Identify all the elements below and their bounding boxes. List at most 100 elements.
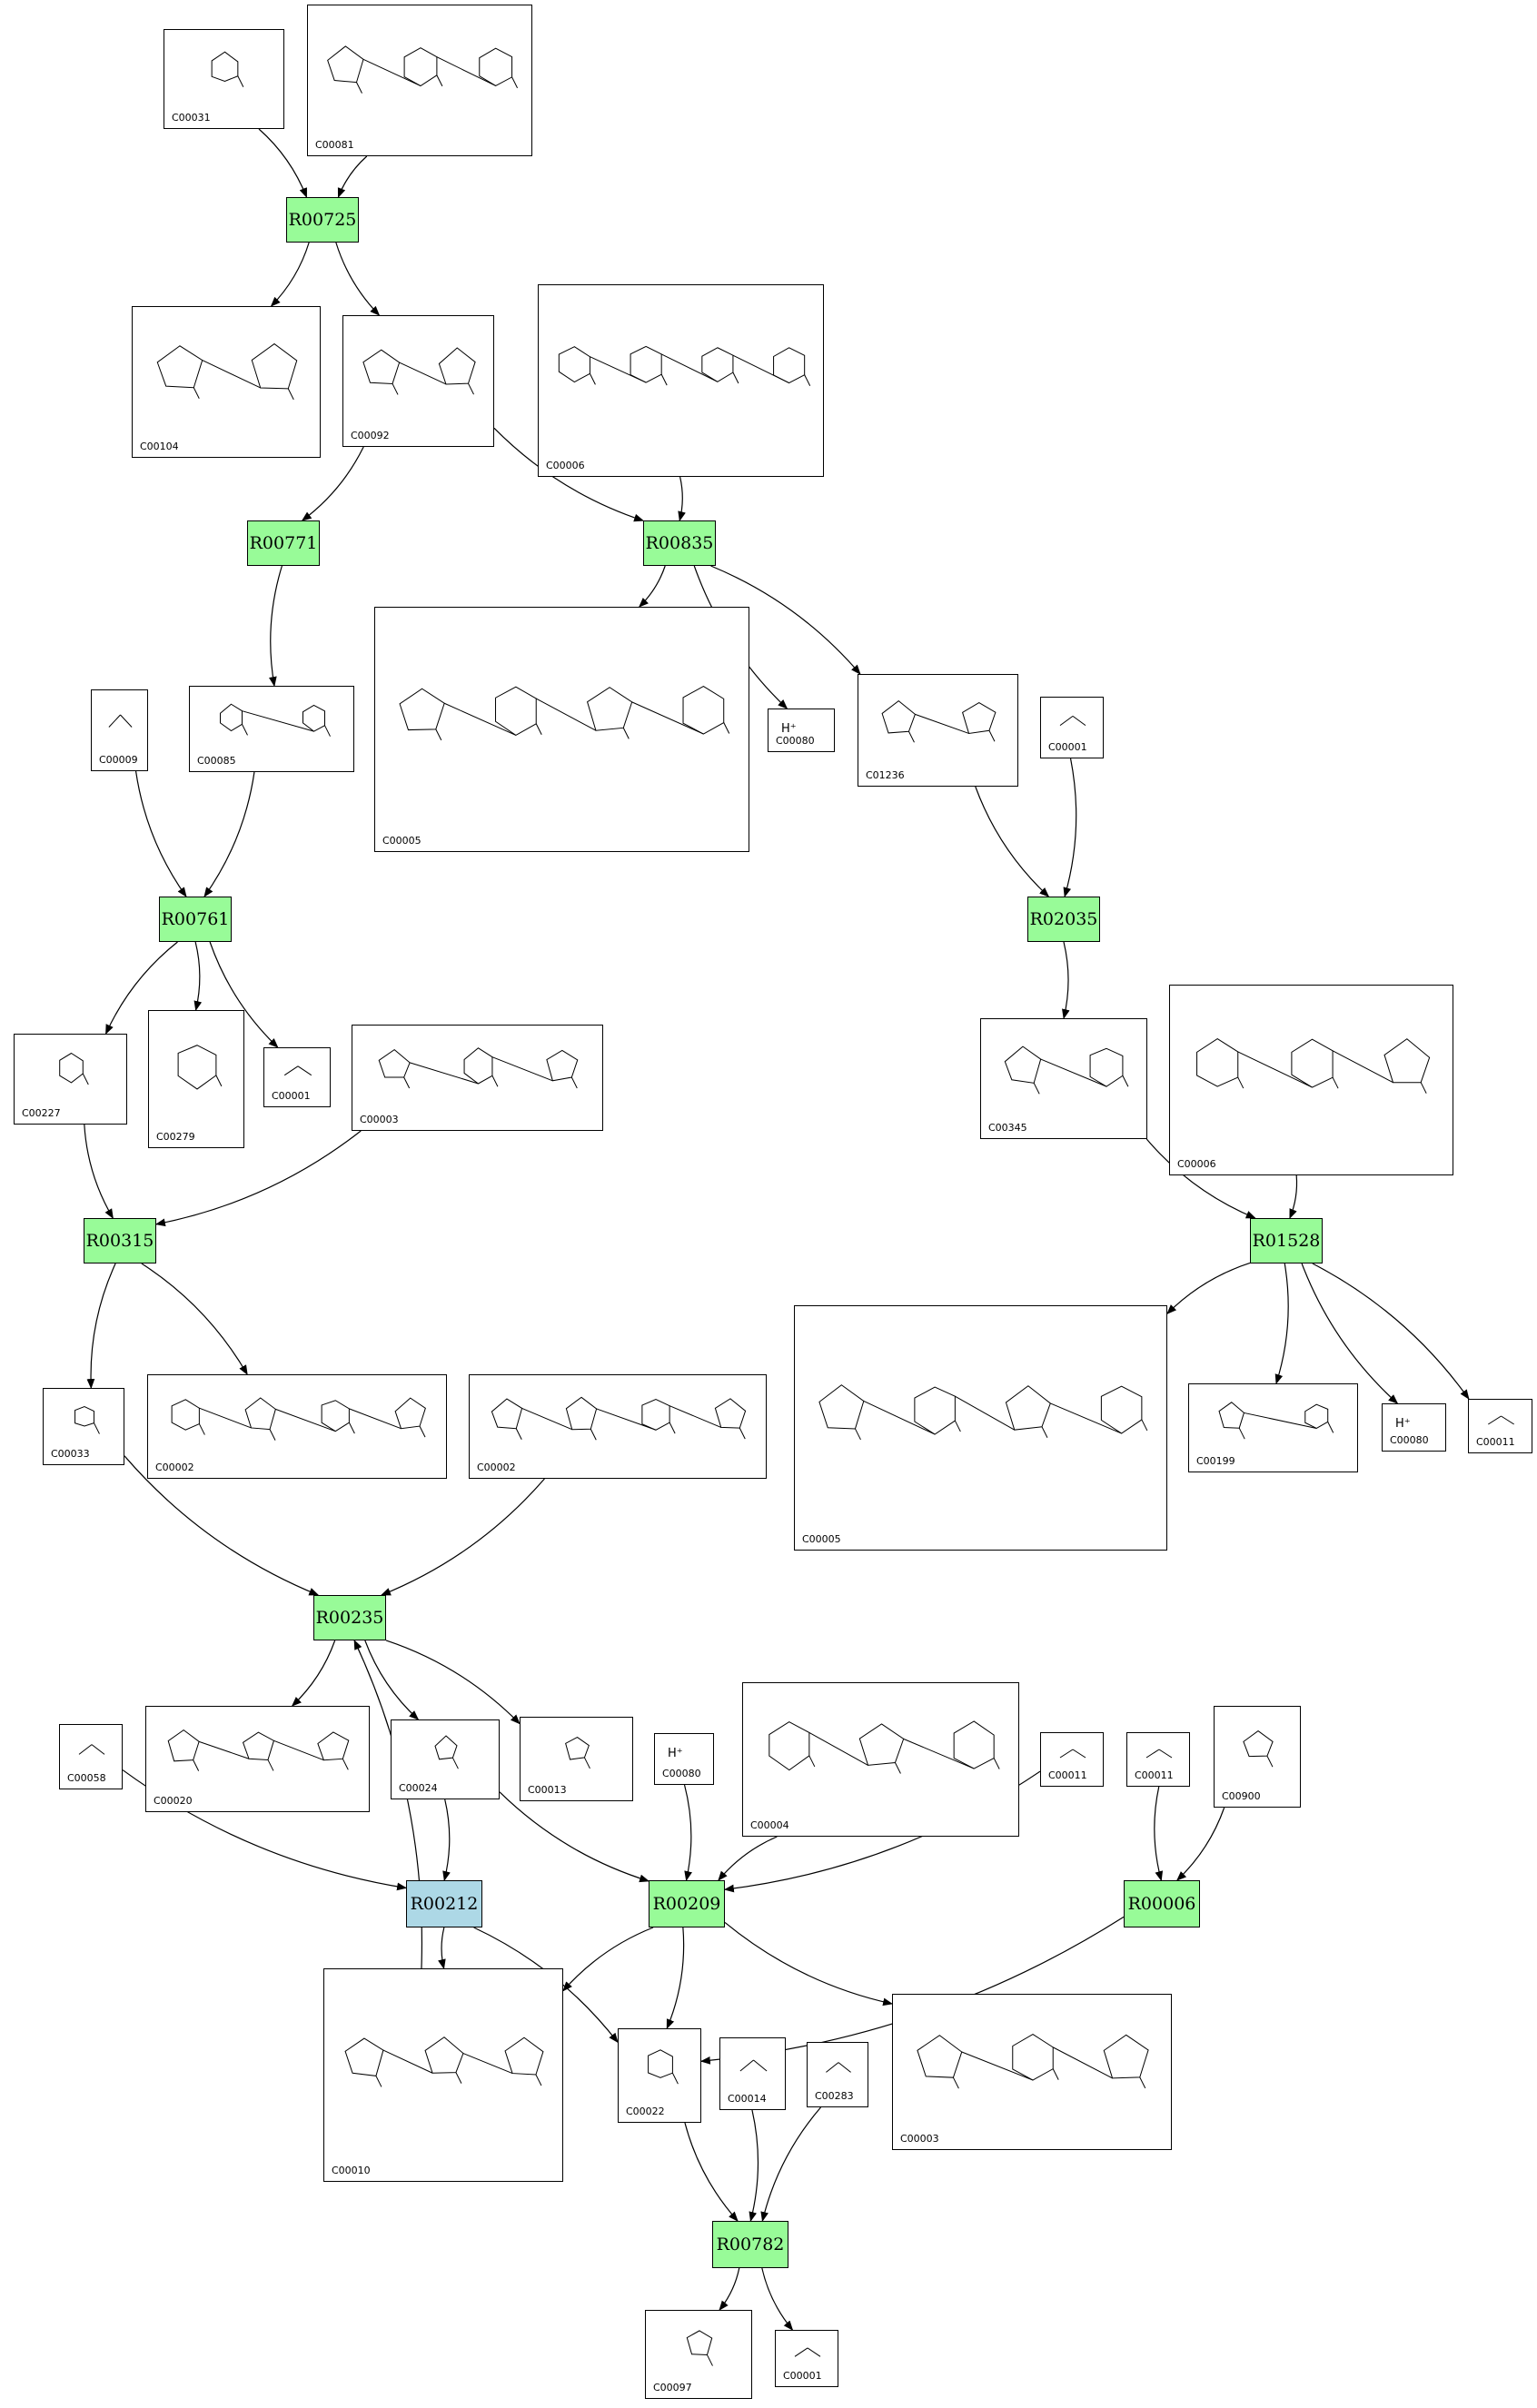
compound-c00199[interactable]: C00199 <box>1188 1383 1358 1472</box>
molecule-structure <box>1196 1038 1431 1094</box>
reaction-R00006[interactable]: R00006 <box>1124 1880 1200 1927</box>
compound-c00003[interactable]: C00003 <box>352 1025 603 1131</box>
compound-c00001[interactable]: C00001 <box>1040 697 1104 758</box>
compound-c00081[interactable]: C00081 <box>307 5 532 156</box>
reaction-R00315[interactable]: R00315 <box>84 1218 156 1263</box>
reaction-R00771[interactable]: R00771 <box>247 520 320 566</box>
compound-c00010[interactable]: C00010 <box>323 1968 563 2182</box>
compound-c00227[interactable]: C00227 <box>14 1034 127 1125</box>
compound-c00279[interactable]: C00279 <box>148 1010 244 1148</box>
compound-id-label: C00022 <box>626 2106 665 2117</box>
compound-c01236[interactable]: C01236 <box>858 674 1018 787</box>
compound-c00013[interactable]: C00013 <box>520 1717 633 1801</box>
molecule-structure <box>59 1052 89 1085</box>
reaction-R02035[interactable]: R02035 <box>1027 897 1100 942</box>
edge-c00345-R01528 <box>1145 1138 1256 1219</box>
molecule-structure <box>686 2330 713 2366</box>
compound-c00092[interactable]: C00092 <box>342 315 494 447</box>
compound-id-label: C00024 <box>399 1782 438 1794</box>
compound-c00006[interactable]: C00006 <box>538 284 824 477</box>
compound-c00006[interactable]: C00006 <box>1169 985 1453 1175</box>
compound-c00080[interactable]: H⁺C00080 <box>1382 1403 1446 1452</box>
edge-R00725-c00104 <box>270 242 310 307</box>
edge-R00725-c00092 <box>335 242 381 316</box>
compound-c00283[interactable]: C00283 <box>807 2042 868 2107</box>
compound-c00001[interactable]: C00001 <box>775 2330 838 2387</box>
compound-c00009[interactable]: C00009 <box>91 689 148 771</box>
molecule-structure <box>881 699 997 743</box>
compound-c00011[interactable]: C00011 <box>1468 1399 1532 1453</box>
compound-c00014[interactable]: C00014 <box>719 2037 786 2110</box>
compound-c00085[interactable]: C00085 <box>189 686 354 772</box>
reaction-R00835[interactable]: R00835 <box>643 520 716 566</box>
compound-c00097[interactable]: C00097 <box>645 2310 752 2399</box>
edge-c00006b-R01528 <box>1289 1174 1298 1220</box>
edge-R00761-c00227 <box>105 941 178 1036</box>
molecule-structure <box>1059 1749 1086 1759</box>
compound-c00003[interactable]: C00003 <box>892 1994 1172 2150</box>
compound-c00020[interactable]: C00020 <box>145 1706 370 1812</box>
molecule-structure <box>211 51 244 87</box>
compound-c00011[interactable]: C00011 <box>1126 1732 1190 1787</box>
molecule-structure <box>171 1397 426 1441</box>
molecule-structure <box>78 1744 105 1755</box>
molecule-structure <box>1059 715 1086 727</box>
molecule-structure <box>565 1736 590 1769</box>
compound-c00080[interactable]: H⁺C00080 <box>768 709 835 752</box>
edge-R00761-c00279 <box>193 941 203 1012</box>
reaction-R00235[interactable]: R00235 <box>313 1595 386 1640</box>
molecule-structure <box>108 714 133 728</box>
edge-c00001a-R02035 <box>1063 758 1077 898</box>
compound-id-label: C00080 <box>662 1768 701 1779</box>
edge-c00080c-R00209 <box>683 1784 692 1882</box>
ion-formula: H⁺ <box>781 722 797 736</box>
compound-id-label: C00001 <box>783 2370 822 2382</box>
reaction-R00761[interactable]: R00761 <box>159 897 232 942</box>
compound-id-label: C00227 <box>22 1107 61 1119</box>
reaction-R00725[interactable]: R00725 <box>286 197 359 243</box>
edge-c00014-R00782 <box>749 2109 759 2223</box>
compound-c00002[interactable]: C00002 <box>469 1374 767 1479</box>
molecule-structure <box>1218 1402 1334 1440</box>
reaction-R00209[interactable]: R00209 <box>649 1880 725 1927</box>
edge-R00761-c00001b <box>209 941 279 1048</box>
edge-R01528-c00080b <box>1301 1263 1399 1404</box>
edge-R00835-c00005a <box>638 565 666 608</box>
compound-id-label: C00031 <box>172 112 211 124</box>
compound-c00004[interactable]: C00004 <box>742 1682 1019 1837</box>
edge-c00227-R00315 <box>84 1124 114 1219</box>
compound-c00080[interactable]: H⁺C00080 <box>654 1733 714 1785</box>
compound-c00001[interactable]: C00001 <box>263 1047 331 1107</box>
molecule-structure <box>219 703 331 737</box>
compound-c00900[interactable]: C00900 <box>1214 1706 1301 1808</box>
reaction-R00212[interactable]: R00212 <box>406 1880 482 1927</box>
compound-c00002[interactable]: C00002 <box>147 1374 447 1479</box>
compound-id-label: C00014 <box>728 2093 767 2105</box>
compound-id-label: C00080 <box>1390 1434 1429 1446</box>
compound-c00024[interactable]: C00024 <box>391 1719 500 1799</box>
edge-R00235-c00024 <box>364 1640 420 1720</box>
edge-c00024-R00212 <box>442 1799 451 1882</box>
edge-c00092-R00835 <box>493 427 645 522</box>
compound-c00005[interactable]: C00005 <box>374 607 749 852</box>
edge-c00009-R00761 <box>134 770 187 897</box>
molecule-structure <box>283 1065 312 1076</box>
edge-R00315-c00033 <box>86 1263 116 1390</box>
compound-id-label: C00005 <box>802 1533 841 1545</box>
reaction-R00782[interactable]: R00782 <box>712 2221 788 2268</box>
compound-id-label: C00085 <box>197 755 236 767</box>
reaction-R01528[interactable]: R01528 <box>1250 1218 1323 1263</box>
compound-c00345[interactable]: C00345 <box>980 1018 1147 1139</box>
compound-c00005[interactable]: C00005 <box>794 1305 1167 1551</box>
compound-c00033[interactable]: C00033 <box>43 1388 124 1465</box>
compound-c00022[interactable]: C00022 <box>618 2028 701 2123</box>
compound-c00031[interactable]: C00031 <box>164 29 284 129</box>
molecule-structure <box>1004 1045 1129 1095</box>
molecule-structure <box>378 1047 579 1089</box>
compound-c00104[interactable]: C00104 <box>132 306 321 458</box>
compound-c00011[interactable]: C00011 <box>1040 1732 1104 1787</box>
compound-c00058[interactable]: C00058 <box>59 1724 123 1789</box>
compound-id-label: C00345 <box>988 1122 1027 1134</box>
edge-c00004-R00209 <box>718 1836 778 1881</box>
molecule-structure <box>434 1735 459 1769</box>
